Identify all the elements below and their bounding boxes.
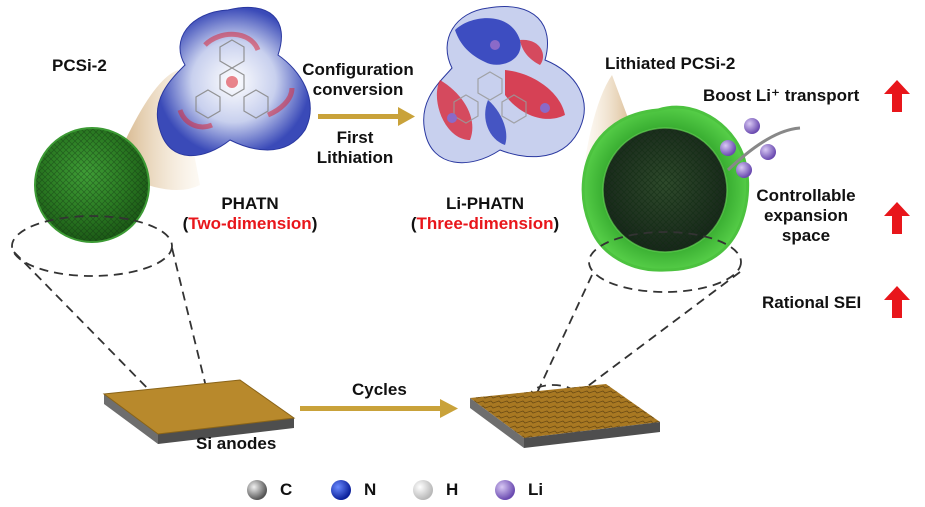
legend-label-c: C	[280, 480, 293, 499]
phatn-dimension-text: Two-dimension	[188, 214, 312, 233]
increase-arrow-icon	[884, 80, 910, 112]
magnify-lines-left	[11, 215, 209, 408]
legend-ball-c	[247, 480, 267, 500]
phatn-name: PHATN	[221, 194, 279, 213]
lithiation-line-2: Lithiation	[316, 148, 394, 167]
conversion-arrow	[318, 107, 415, 126]
benefit-rational-sei: Rational SEI	[762, 293, 862, 312]
conversion-line-1: Configuration	[302, 60, 414, 79]
benefit-expansion-line-2: expansion	[763, 206, 849, 225]
phatn-molecule	[156, 6, 311, 157]
phatn-dimension: (Two-dimension)	[182, 214, 318, 233]
si-anode-pristine	[102, 379, 296, 444]
benefit-expansion-line-1: Controllable	[756, 186, 856, 205]
legend-label-n: N	[364, 480, 377, 499]
increase-arrow-icon	[884, 202, 910, 234]
li-ion	[744, 118, 760, 134]
benefit-li-transport: Boost Li⁺ transport	[703, 86, 860, 105]
si-anode-cycled	[470, 384, 660, 448]
legend-ball-n	[331, 480, 351, 500]
cycles-arrow	[300, 399, 458, 418]
li-phatn-dimension: (Three-dimension)	[410, 214, 560, 233]
li-ion	[736, 162, 752, 178]
legend-label-li: Li	[528, 480, 544, 499]
li-ion	[760, 144, 776, 160]
benefit-expansion-line-3: space	[781, 226, 831, 245]
pcsi2-particle	[34, 70, 200, 243]
benefit-expansion: Controllable expansion space	[752, 186, 860, 246]
increase-arrow-icon	[884, 286, 910, 318]
lithiated-pcsi2-particle	[581, 75, 801, 272]
li-phatn-dimension-text: Three-dimension	[416, 214, 554, 233]
phatn-caption: PHATN (Two-dimension)	[170, 194, 330, 234]
lithiated-pcsi2-label: Lithiated PCSi-2	[605, 54, 736, 73]
lithiation-label: First Lithiation	[300, 128, 410, 168]
pcsi2-label: PCSi-2	[52, 56, 107, 75]
lithiation-line-1: First	[336, 128, 374, 147]
li-phatn-name: Li-PHATN	[445, 194, 525, 213]
li-phatn-molecule	[423, 6, 585, 164]
cycles-label: Cycles	[352, 380, 407, 399]
li-phatn-caption: Li-PHATN (Three-dimension)	[395, 194, 575, 234]
si-anodes-label: Si anodes	[196, 434, 277, 453]
legend-label-h: H	[446, 480, 459, 499]
conversion-label: Configuration conversion	[293, 60, 423, 100]
legend-ball-h	[413, 480, 433, 500]
li-ion	[720, 140, 736, 156]
li-transport-trail	[726, 126, 801, 172]
conversion-line-2: conversion	[312, 80, 404, 99]
legend-ball-li	[495, 480, 515, 500]
